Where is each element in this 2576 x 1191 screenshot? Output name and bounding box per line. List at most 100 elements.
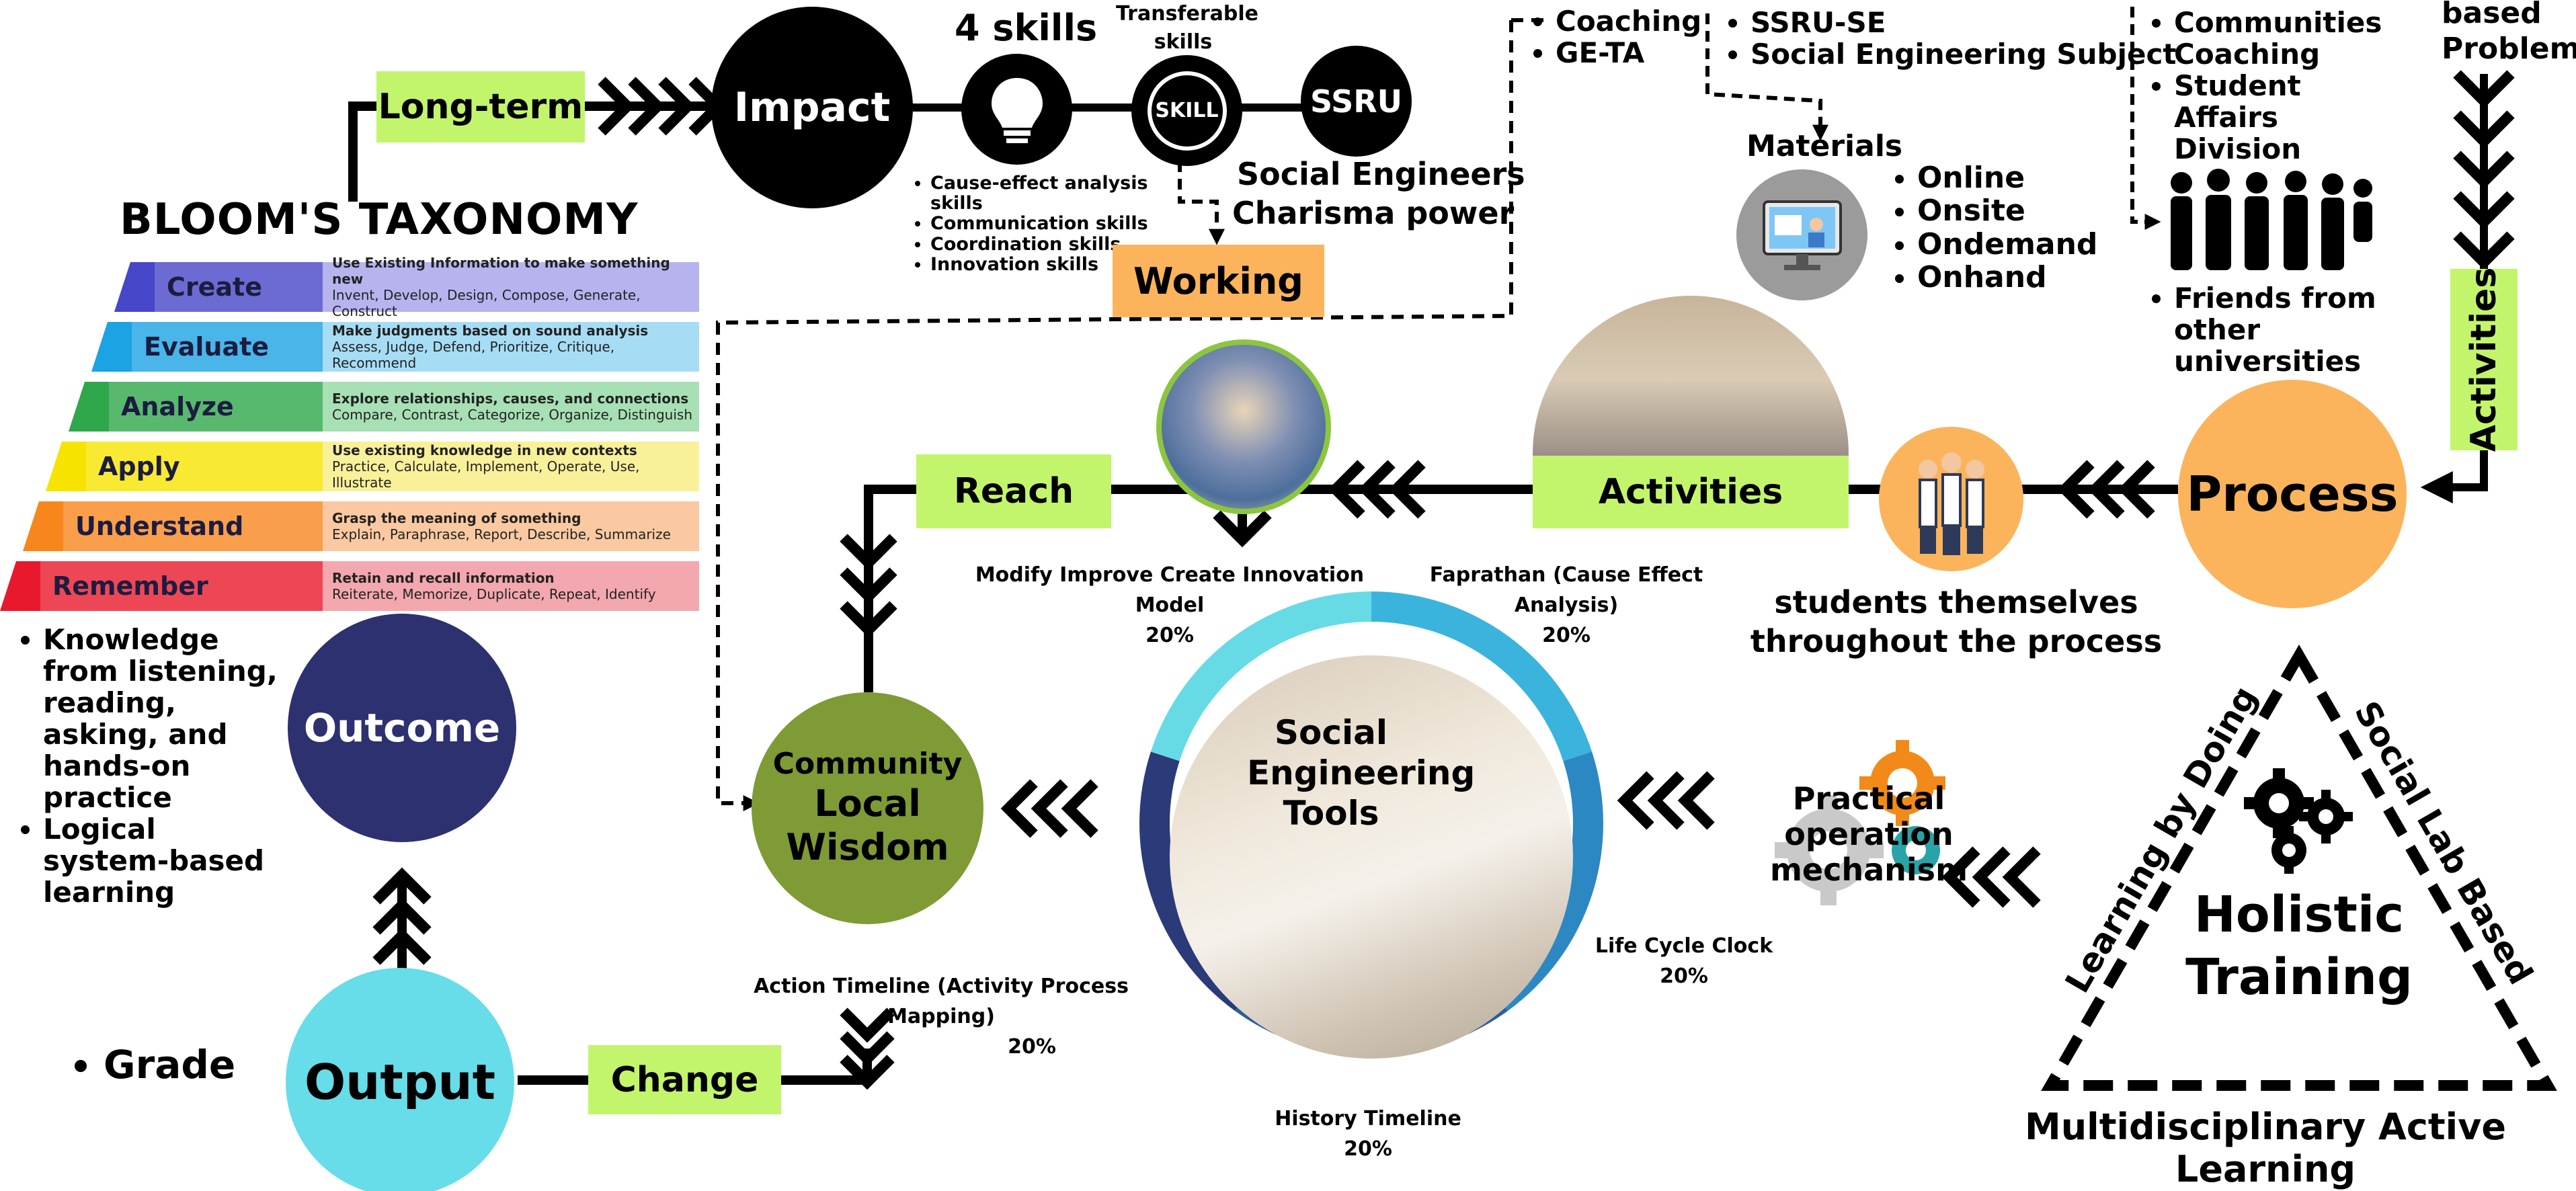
process-label: Process (2186, 466, 2399, 522)
bloom-level-name: Apply (86, 442, 323, 491)
gears-glyph (1773, 740, 1945, 905)
skill-item: Communication skills (930, 214, 1197, 234)
bloom-level-color-band (69, 382, 109, 432)
skill-badge-inner: SKILL (1147, 71, 1227, 151)
bloom-level-color-band (23, 501, 63, 551)
modify-text: Modify Improve Create Innovation Model (975, 563, 1365, 617)
bloom-level-description: Use Existing Information to make somethi… (323, 255, 699, 319)
bloom-level-verbs: Practice, Calculate, Implement, Operate,… (332, 458, 640, 491)
lightbulb-glyph (991, 77, 1043, 143)
bloom-level-color-band (91, 322, 132, 372)
life-text: Life Cycle Clock (1595, 934, 1773, 958)
life-cycle-label: Life Cycle Clock 20% (1593, 931, 1775, 991)
charisma-label: Charisma power (1232, 195, 1515, 231)
ssru-item: Social Engineering Subject (1750, 38, 2176, 70)
chevrons (372, 70, 2515, 1090)
coaching-item: GE-TA (1556, 37, 1701, 69)
bloom-level-row: Analyze Explore relationships, causes, an… (69, 382, 699, 432)
working-box: Working (1113, 245, 1324, 317)
line-to-process (2420, 450, 2488, 503)
students-caption: students themselves throughout the proce… (1750, 584, 2163, 659)
bloom-level-verbs: Explain, Paraphrase, Report, Describe, S… (332, 526, 671, 542)
long-term-box: Long-term (376, 71, 585, 142)
bloom-level-row: Create Use Existing Information to make s… (114, 255, 699, 319)
tools-photo (1170, 655, 1573, 1059)
practical-label: Practical operation mechanism (1769, 780, 1968, 888)
activities-vertical-label: Activities (2464, 267, 2504, 452)
ssru-item: SSRU-SE (1750, 7, 2176, 38)
output-circle: Output (286, 968, 514, 1191)
students-icon-circle (1879, 427, 2023, 571)
bloom-level-name: Remember (40, 561, 323, 611)
communities-item: Student Affairs Division (2174, 70, 2400, 165)
bloom-level-name: Evaluate (132, 322, 323, 372)
ssru-se-list: SSRU-SESocial Engineering Subject (1721, 7, 2176, 70)
materials-label: Materials (1746, 129, 1903, 163)
holistic-triangle (2041, 645, 2557, 1091)
ssru-label: SSRU (1310, 83, 1402, 120)
four-skills-title: 4 skills (955, 7, 1098, 49)
bloom-level-color-band (46, 442, 86, 491)
bloom-level-name: Understand (63, 501, 323, 551)
reach-box: Reach (916, 454, 1111, 528)
life-pct: 20% (1660, 964, 1708, 988)
communities-item: Communities Coaching (2174, 7, 2400, 70)
bloom-level-heading: Use Existing Information to make somethi… (332, 255, 670, 287)
bloom-level-heading: Grasp the meaning of something (332, 510, 581, 526)
action-text: Action Timeline (Activity Process Mappin… (754, 975, 1129, 1028)
lightbulb-icon (961, 54, 1072, 165)
skill-item: Coordination skills (930, 234, 1197, 255)
line-bloom-to-longterm (348, 101, 376, 202)
impact-label: Impact (733, 84, 891, 131)
activities-box: Activities (1533, 456, 1849, 528)
skill-item: Innovation skills (930, 254, 1197, 275)
holistic-gears-icon (2239, 766, 2360, 874)
ssru-circle: SSRU (1301, 46, 1412, 157)
outcome-list: Knowledge from listening, reading, askin… (13, 624, 289, 908)
students-glyph (1918, 452, 1984, 555)
process-circle: Process (2178, 380, 2407, 608)
dashed-communities (2130, 7, 2161, 230)
bloom-level-verbs: Invent, Develop, Design, Compose, Genera… (332, 287, 641, 319)
social-engineers-label: Social Engineers (1237, 156, 1525, 192)
bloom-level-name: Create (155, 262, 323, 312)
bloom-level-name: Analyze (109, 382, 323, 432)
output-label: Output (304, 1054, 496, 1110)
history-pct: 20% (1344, 1137, 1392, 1161)
activities-vertical-box: Activities (2450, 267, 2518, 452)
people-glyph (2171, 169, 2372, 270)
outcome-item: Logical system-based learning (43, 813, 289, 908)
dashed-materials (1705, 13, 1828, 141)
ring-segment (1139, 751, 1253, 1012)
materials-item: Onhand (1917, 261, 2097, 294)
line-to-working (1178, 161, 1225, 245)
faprathan-label: Faprathan (Cause Effect Analysis) 20% (1398, 560, 1734, 651)
skill-badge-label: SKILL (1155, 99, 1219, 122)
materials-item: Online (1917, 161, 2097, 195)
grade-item: Grade (104, 1043, 235, 1087)
materials-item: Onsite (1917, 194, 2097, 228)
faprathan-pct: 20% (1542, 624, 1591, 647)
change-box: Change (588, 1045, 781, 1114)
friends-item: Friends from other universities (2174, 282, 2440, 377)
transferable-label: Transferable skills (1116, 2, 1258, 54)
gears-icon (1773, 739, 1963, 914)
students-group-photo (1156, 339, 1331, 514)
bloom-level-heading: Retain and recall information (332, 570, 555, 586)
modify-pct: 20% (1145, 624, 1194, 647)
bloom-level-verbs: Compare, Contrast, Categorize, Organize,… (332, 407, 692, 423)
bloom-level-heading: Make judgments based on sound analysis (332, 323, 649, 339)
community-line-1: Community (772, 747, 963, 782)
materials-item: Ondemand (1917, 227, 2097, 261)
monitor-glyph (1762, 200, 1842, 270)
bloom-level-heading: Explore relationships, causes, and conne… (332, 391, 689, 407)
outcome-item: Knowledge from listening, reading, askin… (43, 624, 289, 813)
community-circle: Community Local Wisdom (752, 692, 983, 924)
materials-list: OnlineOnsiteOndemandOnhand (1888, 161, 2097, 294)
dashed-loop (716, 20, 1513, 811)
